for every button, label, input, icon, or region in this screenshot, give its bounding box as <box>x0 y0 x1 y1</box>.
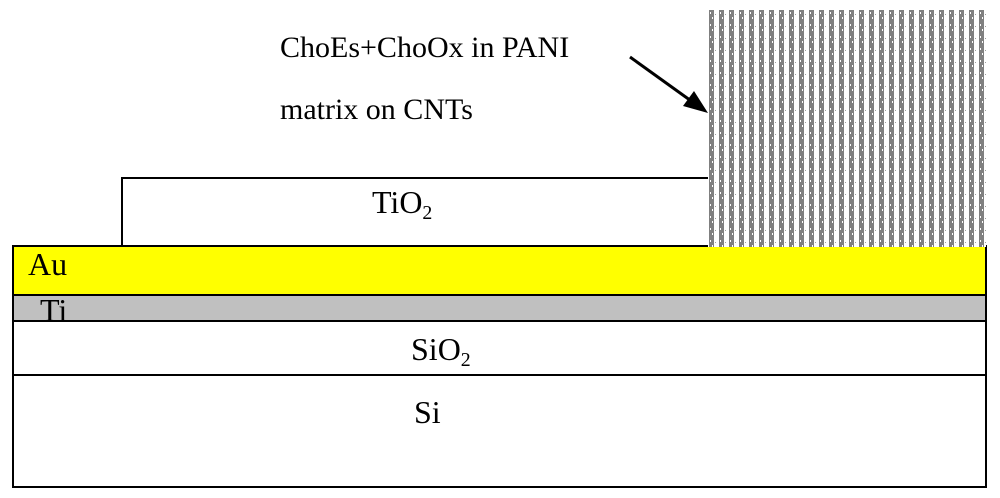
annotation-line-2: matrix on CNTs <box>280 93 473 126</box>
tio2-label-subscript: 2 <box>422 202 433 225</box>
annotation-line-1: ChoEs+ChoOx in PANI <box>280 31 570 64</box>
si-label: Si <box>414 394 441 430</box>
sio2-layer <box>12 320 987 376</box>
sio2-label-main: SiO <box>411 331 461 367</box>
sio2-label-subscript: 2 <box>460 349 471 372</box>
au-layer <box>12 245 987 296</box>
tio2-layer <box>121 177 711 247</box>
tio2-label: TiO2 <box>372 184 432 223</box>
au-label: Au <box>28 246 68 282</box>
tio2-label-main: TiO <box>372 184 423 220</box>
cnt-block <box>708 10 986 247</box>
ti-label: Ti <box>40 292 68 328</box>
sio2-label: SiO2 <box>411 331 471 370</box>
